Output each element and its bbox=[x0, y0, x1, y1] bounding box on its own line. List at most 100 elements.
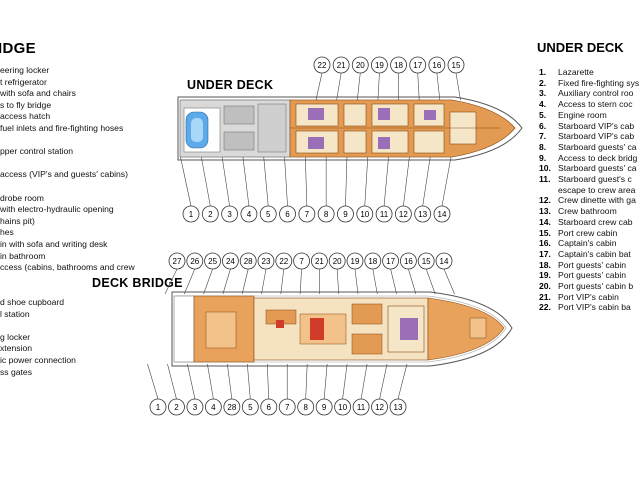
deck-bridge-top-callout-number: 16 bbox=[404, 257, 413, 266]
left-legend-line: d shoe cupboard bbox=[0, 297, 65, 307]
under-deck-bottom-callout-circle bbox=[240, 205, 258, 223]
under-deck-bottom-callout-circle bbox=[279, 205, 296, 223]
right-legend-number: 1. bbox=[539, 67, 547, 77]
deck-bridge-bottom-callout-circle bbox=[315, 398, 333, 416]
right-legend-text: Fixed fire-fighting sys bbox=[558, 77, 640, 88]
deck-bridge-top-leader-line bbox=[184, 268, 196, 295]
right-legend-text: Engine room bbox=[558, 109, 607, 120]
right-legend-text: Port guests' cabin b bbox=[558, 281, 634, 291]
deck-bridge-top-callout-circle bbox=[417, 252, 435, 270]
deck-bridge-top-callout-circle bbox=[239, 252, 257, 270]
right-legend-text: Port crew cabin bbox=[558, 227, 618, 238]
left-legend-line: with sofa and chairs bbox=[0, 88, 76, 99]
left-legend-line: s to fly bridge bbox=[0, 99, 52, 110]
deck-bridge-bottom-callout-circle bbox=[260, 398, 278, 416]
under-deck-bottom-leader-line bbox=[242, 156, 250, 207]
deck-bridge-bottom-leader-line bbox=[397, 363, 408, 400]
under-deck-bottom-callout-number: 12 bbox=[399, 210, 408, 219]
left-legend-line: access (VIP's and guests' cabins) bbox=[0, 169, 128, 180]
under-deck-bottom-callout-number: 14 bbox=[438, 210, 447, 219]
deck-bridge-bottom-callout-number: 4 bbox=[211, 403, 216, 412]
deck-bridge-bottom-callout-number: 28 bbox=[227, 403, 236, 412]
deck-bridge-bottom-callout-number: 5 bbox=[248, 403, 253, 412]
left-legend-line: with electro-hydraulic opening bbox=[0, 204, 114, 215]
under-deck-bottom-callout-circle bbox=[433, 205, 451, 223]
deck-bridge-top-callout-circle bbox=[435, 252, 453, 270]
deck-bridge-top-leader-line bbox=[372, 268, 378, 295]
right-legend-number: 22. bbox=[539, 302, 551, 313]
deck-bridge-bottom-leader-line bbox=[167, 363, 177, 400]
right-legend-text: Captain's cabin bbox=[558, 238, 617, 249]
deck-bridge-top-leader-line bbox=[299, 268, 302, 295]
under-deck-bottom-leader-line bbox=[383, 156, 389, 207]
deck-bridge-bottom-callout-circle bbox=[223, 398, 241, 416]
under-deck-bottom-callout-circle bbox=[201, 205, 219, 223]
deck-bridge-top-callout-number: 21 bbox=[315, 257, 324, 266]
deck-bridge-top-callout-number: 15 bbox=[422, 257, 431, 266]
right-legend-text: Access to stern coc bbox=[558, 99, 633, 110]
deck-bridge-top-callout-number: 23 bbox=[262, 257, 271, 266]
under-deck-plan bbox=[177, 96, 523, 161]
under-deck-bottom-callout-number: 3 bbox=[227, 210, 232, 219]
right-legend-text: Starboard guest's c bbox=[558, 174, 632, 184]
under-deck-top-callout-number: 22 bbox=[318, 61, 327, 70]
under-deck-bottom-leader-line bbox=[364, 156, 369, 207]
deck-bridge-bottom-callout-circle bbox=[334, 398, 352, 416]
right-legend-number: 4. bbox=[539, 99, 547, 110]
under-deck-top-callout-circle bbox=[371, 56, 388, 74]
deck-bridge-top-callout-number: 26 bbox=[190, 257, 199, 266]
deck-bridge-top-leader-line bbox=[222, 268, 231, 295]
deck-bridge-top-callout-circle bbox=[221, 252, 239, 270]
right-legend-number: 21. bbox=[539, 291, 551, 302]
deck-bridge-top-callout-number: 7 bbox=[299, 257, 304, 266]
deck-bridge-top-callout-number: 14 bbox=[440, 257, 449, 266]
deck-bridge-bottom-callout-number: 11 bbox=[357, 403, 366, 412]
right-legend-number: 20. bbox=[539, 281, 551, 291]
under-deck-bottom-callout-number: 11 bbox=[380, 210, 389, 219]
right-legend-text: Starboard guests' ca bbox=[558, 141, 637, 152]
left-legend-line: fuel inlets and fire-fighting hoses bbox=[0, 123, 124, 133]
right-legend-text: Auxiliary control roo bbox=[558, 88, 634, 99]
left-legend-line: access hatch bbox=[0, 111, 51, 122]
under-deck-bottom-callout-circle bbox=[375, 205, 393, 223]
deck-bridge-bottom-callout-number: 8 bbox=[303, 403, 308, 412]
left-legend-line: l station bbox=[0, 308, 30, 319]
under-deck-top-leader-line bbox=[436, 72, 441, 101]
right-legend-number: 17. bbox=[539, 248, 551, 259]
deck-bridge-bottom-callout-circle bbox=[371, 398, 388, 416]
right-legend-text: Starboard VIP's cab bbox=[558, 120, 635, 131]
deck-bridge-bottom-leader-line bbox=[360, 363, 368, 400]
under-deck-bottom-leader-line bbox=[284, 156, 288, 207]
right-legend-number: 19. bbox=[539, 270, 551, 281]
under-deck-bottom-callout-number: 4 bbox=[247, 210, 252, 219]
left-legend-line: ccess (cabins, bathrooms and crew bbox=[0, 262, 135, 273]
deck-bridge-top-callout-number: 19 bbox=[351, 257, 360, 266]
deck-bridge-top-leader-line bbox=[164, 268, 178, 295]
deck-bridge-bottom-callout-circle bbox=[168, 398, 185, 416]
right-legend-number: 11. bbox=[539, 174, 551, 184]
deck-bridge-bottom-leader-line bbox=[379, 363, 388, 400]
under-deck-top-callout-circle bbox=[313, 56, 331, 74]
under-deck-bottom-callout-number: 7 bbox=[305, 210, 310, 219]
deck-bridge-title: DECK BRIDGE bbox=[92, 276, 183, 290]
under-deck-top-callout-number: 16 bbox=[432, 61, 441, 70]
right-legend-text: Port VIP's cabin ba bbox=[558, 302, 631, 313]
deck-bridge-top-leader-line bbox=[354, 268, 359, 295]
deck-bridge-top-callout-circle bbox=[310, 252, 328, 270]
under-deck-bottom-leader-line bbox=[403, 156, 410, 207]
deck-bridge-bottom-callout-circle bbox=[186, 398, 204, 416]
deck-bridge-top-leader-line bbox=[203, 268, 213, 295]
deck-bridge-top-callout-circle bbox=[399, 252, 417, 270]
right-legend-number: 16. bbox=[539, 238, 551, 249]
left-legend-line: in with sofa and writing desk bbox=[0, 239, 108, 249]
deck-bridge-bottom-callout-circle bbox=[241, 398, 259, 416]
left-legend-line: xtension bbox=[0, 343, 33, 354]
under-deck-bottom-leader-line bbox=[345, 156, 348, 207]
under-deck-bottom-callout-circle bbox=[356, 205, 374, 223]
under-deck-bottom-callout-number: 8 bbox=[324, 210, 329, 219]
deck-bridge-top-leader-line bbox=[241, 268, 249, 295]
left-legend-line: pper control station bbox=[0, 146, 74, 157]
